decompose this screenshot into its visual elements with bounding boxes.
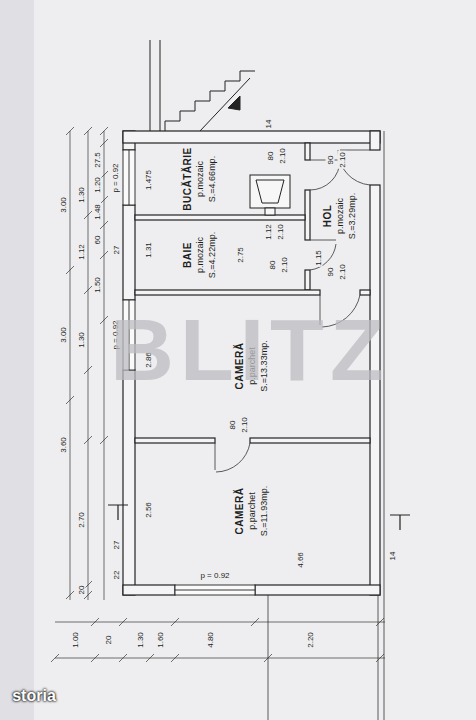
dimension-label: 20	[104, 635, 113, 646]
dimension-label: 1.30	[136, 631, 145, 649]
dimension-label: 27	[112, 245, 121, 256]
room-name: BUCĂTĂRIE	[182, 147, 194, 210]
kitchen-hood	[250, 175, 290, 215]
brand-logo: storia	[12, 687, 56, 705]
watermark: BLITZ	[110, 305, 389, 395]
dimension-label: 2.56	[144, 501, 153, 519]
paper-edge	[0, 0, 34, 720]
dimension-label: 4.80	[206, 631, 215, 649]
room-label: BUCĂTĂRIEp.mozaicS.=4.66mp.	[182, 147, 218, 210]
dimension-label: 90	[326, 267, 335, 278]
dimension-label: 27	[112, 540, 121, 551]
dimension-label: 1.50	[93, 276, 102, 294]
room-name: BAIE	[182, 232, 194, 278]
dimension-label: 1.00	[71, 631, 80, 649]
dimension-label: 80	[228, 420, 237, 431]
room-area: S.=11.93mp.	[258, 486, 270, 537]
dimension-label: p = 0.92	[199, 571, 230, 580]
stairs	[150, 40, 255, 131]
dimension-label: 1.48	[93, 203, 102, 221]
room-label: HOLp.mozaicS.=3.29mp.	[322, 193, 358, 239]
dimension-label: 80	[268, 260, 277, 271]
dimension-label: 2.10	[338, 263, 347, 281]
dimension-label: 20	[77, 585, 86, 596]
room: CAMERĂp.parchetS.=11.93mp.	[135, 443, 370, 585]
dimension-label: 1.31	[144, 241, 153, 259]
dimension-label: 2.10	[278, 147, 287, 165]
dimension-label: 27.5	[93, 151, 102, 169]
dimension-label: 1.30	[77, 186, 86, 204]
dimension-label: 2.75	[236, 246, 245, 264]
dimension-label: 80	[266, 151, 275, 162]
room-area: S.=3.29mp.	[346, 193, 358, 239]
dimension-label: 60	[93, 235, 102, 246]
dimension-label: 2.10	[338, 151, 347, 169]
dimension-label: 1.12	[264, 223, 273, 241]
room-label: BAIEp.mozaicS.=4.22mp.	[182, 232, 218, 278]
dimension-label: 2.70	[77, 511, 86, 529]
dimension-label: 3.00	[59, 196, 68, 214]
floor-type: p.mozaic	[194, 232, 206, 278]
neighbour-walls	[268, 131, 384, 720]
room-area: S.=4.66mp.	[206, 147, 218, 210]
dimension-label: 1.15	[314, 249, 323, 267]
dimension-label: 22	[112, 570, 121, 581]
dimension-label: 1.12	[77, 243, 86, 261]
dimension-label: 1.30	[77, 331, 86, 349]
dimension-label: 3.60	[59, 436, 68, 454]
paper	[34, 0, 476, 720]
dimension-label: 1.20	[93, 176, 102, 194]
room-area: S.=4.22mp.	[206, 232, 218, 278]
room-name: HOL	[322, 193, 334, 239]
dimension-label: 2.10	[276, 223, 285, 241]
dimension-label: 1.60	[156, 631, 165, 649]
room-label: CAMERĂp.parchetS.=11.93mp.	[234, 486, 270, 537]
dimension-label: 2.10	[240, 416, 249, 434]
dimension-label: 2.10	[280, 256, 289, 274]
room-name: CAMERĂ	[234, 486, 246, 537]
dimension-label: 14	[388, 551, 397, 562]
floor-type: p.parchet	[246, 486, 258, 537]
dimension-label: 14	[264, 119, 273, 130]
dimension-label: 2.20	[306, 631, 315, 649]
dimension-label: p = 0.92	[111, 162, 120, 193]
dimension-label: 90	[326, 155, 335, 166]
dimension-label: 1.475	[144, 169, 153, 191]
floor-type: p.mozaic	[194, 147, 206, 210]
dimension-label: 4.66	[296, 551, 305, 569]
floor-type: p.mozaic	[334, 193, 346, 239]
dimension-label: 3.00	[59, 326, 68, 344]
